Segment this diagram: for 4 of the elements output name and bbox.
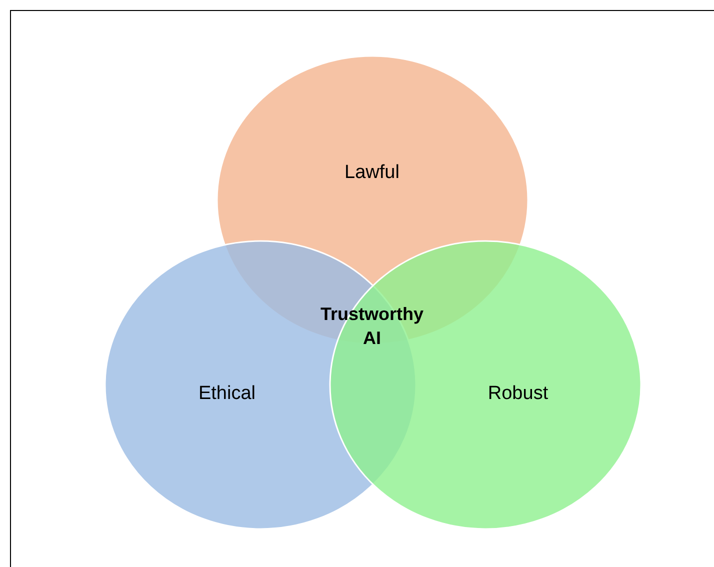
circle-label: Robust xyxy=(488,382,548,406)
circle-label: Lawful xyxy=(344,160,400,185)
center-label: Trustworthy AI xyxy=(319,303,424,350)
circle-label: Ethical xyxy=(198,382,256,406)
